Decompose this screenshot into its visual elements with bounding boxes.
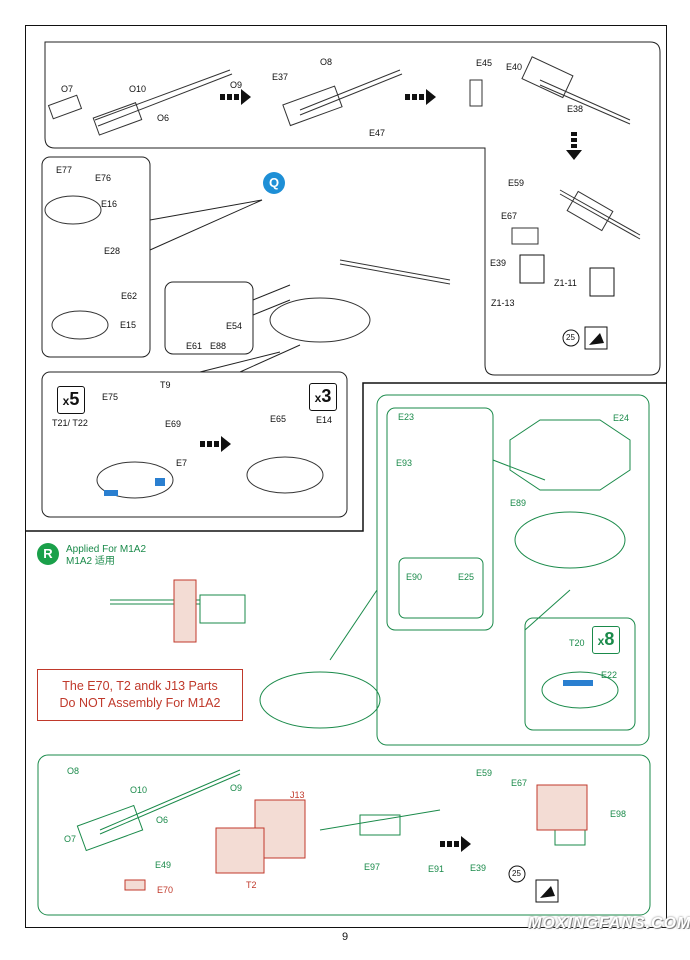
part-label: E65	[270, 414, 287, 424]
step-arrows	[200, 89, 582, 852]
part-label: E70	[157, 885, 174, 895]
watermark: MOXINGFANS.COM	[528, 915, 690, 932]
part-label: O9	[230, 783, 243, 793]
part-label: E59	[508, 178, 525, 188]
part-label: E69	[165, 419, 182, 429]
part-label: E77	[56, 165, 73, 175]
part-label: O7	[64, 834, 77, 844]
part-label: O10	[130, 785, 148, 795]
r-red-parts	[124, 579, 588, 891]
part-label: Z1-13	[491, 298, 515, 308]
page-number: 9	[341, 931, 349, 943]
part-label: E98	[610, 809, 627, 819]
part-label: O7	[61, 84, 74, 94]
part-label: E39	[490, 258, 507, 268]
q-gun-parts	[44, 56, 641, 499]
part-label: E15	[120, 320, 137, 330]
panel-q-top	[44, 41, 661, 376]
part-label: E23	[398, 412, 415, 422]
panel-q-bottom	[41, 371, 348, 518]
part-label: E24	[613, 413, 630, 423]
part-label: E67	[501, 211, 518, 221]
part-label: E25	[458, 572, 475, 582]
part-label: O10	[129, 84, 147, 94]
part-label: E22	[601, 670, 618, 680]
part-label: E93	[396, 458, 413, 468]
page-border	[25, 25, 667, 928]
step-q-badge: Q	[263, 172, 285, 194]
part-label: E59	[476, 768, 493, 778]
part-label: E47	[369, 128, 386, 138]
part-label: E16	[101, 199, 118, 209]
part-label: J13	[290, 790, 305, 800]
part-label: T2	[246, 880, 257, 890]
part-label: T9	[160, 380, 171, 390]
part-label: T20	[569, 638, 585, 648]
quantity-x8: x8	[592, 626, 620, 654]
part-label: E38	[567, 104, 584, 114]
part-label: E76	[95, 173, 112, 183]
part-label: E49	[155, 860, 172, 870]
part-label: E90	[406, 572, 423, 582]
part-label: O9	[230, 80, 243, 90]
panel-q-left	[41, 156, 151, 358]
part-label: E45	[476, 58, 493, 68]
part-label: E54	[226, 321, 243, 331]
part-label: E61	[186, 341, 203, 351]
panel-r-bottom	[37, 754, 651, 916]
part-label: E75	[102, 392, 119, 402]
blue-ring-parts	[104, 478, 593, 686]
part-label: E97	[364, 862, 381, 872]
step-r-badge: R	[37, 543, 59, 565]
part-label: E28	[104, 246, 121, 256]
part-label: E67	[511, 778, 528, 788]
applied-note: Applied For M1A2 M1A2 适用	[66, 544, 147, 567]
r-gun-parts	[76, 419, 631, 852]
part-label: E62	[121, 291, 138, 301]
part-label: O6	[156, 815, 169, 825]
part-label: O8	[320, 57, 333, 67]
panel-r-right	[376, 394, 650, 746]
part-label: E91	[428, 864, 445, 874]
part-label: E89	[510, 498, 527, 508]
quantity-x5: x5	[57, 386, 85, 414]
part-label: Z1-11	[554, 278, 577, 288]
part-label: E88	[210, 341, 227, 351]
part-label: E7	[176, 458, 188, 468]
ref-25-label: 25	[566, 333, 575, 342]
part-label: O6	[157, 113, 170, 123]
quantity-x3: x3	[309, 383, 337, 411]
part-label: T21/ T22	[52, 418, 88, 428]
ref-25-label: 25	[512, 869, 521, 878]
part-label: O8	[67, 766, 80, 776]
part-label: E37	[272, 72, 289, 82]
panel-q-e54	[164, 281, 254, 355]
part-label: E40	[506, 62, 523, 72]
part-label: E39	[470, 863, 487, 873]
part-label: E14	[316, 415, 333, 425]
ref-icons	[508, 254, 615, 903]
warning-box: The E70, T2 andk J13 Parts Do NOT Assemb…	[37, 669, 243, 721]
